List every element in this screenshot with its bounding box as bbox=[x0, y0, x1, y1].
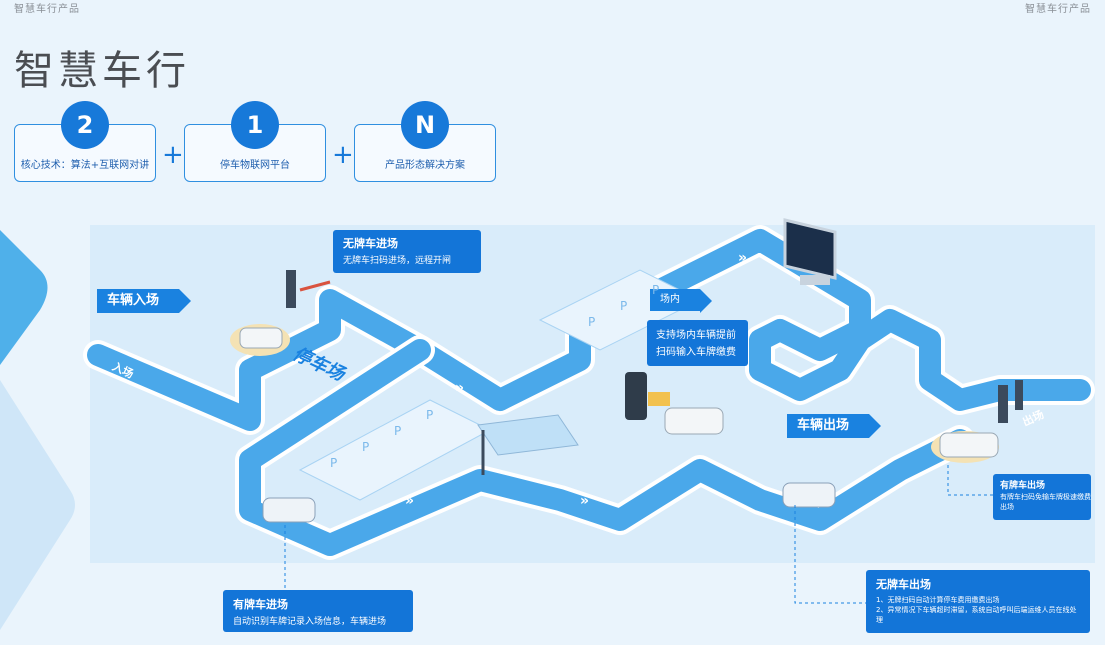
car bbox=[664, 407, 724, 435]
callout-text: 1、无牌扫码自动计算停车费用缴费出场 bbox=[876, 596, 1000, 604]
callout-text: 2、异常情况下车辆超时滞留，系统自动呼叫后端运维人员在线处理 bbox=[876, 606, 1077, 624]
plus-sign: + bbox=[332, 140, 354, 170]
header-left: 智慧车行产品 bbox=[14, 4, 80, 15]
slot-label: P bbox=[330, 456, 338, 470]
gate-barrier bbox=[299, 280, 331, 292]
callout-text: 无牌车扫码进场，远程开闸 bbox=[343, 256, 452, 266]
gate-kiosk bbox=[286, 270, 296, 308]
page-title: 智慧车行 bbox=[14, 48, 190, 94]
pillar-label: 核心技术：算法+互联网对讲 bbox=[20, 160, 150, 171]
pillar-box-platform: 1 停车物联网平台 bbox=[184, 101, 326, 182]
phone-icon bbox=[625, 372, 647, 420]
callout-title: 无牌车出场 bbox=[876, 578, 931, 591]
pillar-label: 产品形态解决方案 bbox=[385, 160, 465, 171]
car bbox=[262, 497, 316, 523]
road-arrow: » bbox=[580, 493, 589, 509]
pillar-number: N bbox=[401, 101, 449, 149]
callout-plate-entry: 有牌车进场 自动识别车牌记录入场信息，车辆进场 bbox=[223, 590, 413, 632]
tag-vehicle-entry: 车辆入场 bbox=[97, 289, 192, 313]
ticket-icon bbox=[648, 392, 670, 406]
shelter bbox=[477, 414, 579, 475]
callout-title: 有牌车出场 bbox=[1000, 481, 1046, 491]
callout-text: 有牌车扫码免输车牌极速缴费出场 bbox=[1000, 493, 1091, 511]
road-arrow: » bbox=[738, 250, 747, 266]
road-arrow: » bbox=[405, 493, 414, 509]
slot-label: P bbox=[652, 283, 660, 297]
callout-text: 自动识别车牌记录入场信息，车辆进场 bbox=[233, 617, 387, 627]
callout-title: 无牌车进场 bbox=[343, 237, 398, 250]
road bbox=[239, 339, 971, 556]
pillar-number: 2 bbox=[61, 101, 109, 149]
callout-no-plate-entry: 无牌车进场 无牌车扫码进场，远程开闸 bbox=[333, 230, 481, 273]
car bbox=[782, 482, 836, 508]
callout-no-plate-exit: 无牌车出场 1、无牌扫码自动计算停车费用缴费出场 2、异常情况下车辆超时滞留，系… bbox=[866, 570, 1090, 633]
car bbox=[230, 324, 290, 356]
slot-label: P bbox=[426, 408, 434, 422]
pillar-box-solutions: N 产品形态解决方案 bbox=[354, 101, 496, 182]
connector-line bbox=[947, 465, 993, 496]
slot-label: P bbox=[362, 440, 370, 454]
callout-text: 扫码输入车牌缴费 bbox=[656, 347, 736, 358]
callout-title: 有牌车进场 bbox=[233, 598, 288, 611]
connector-line bbox=[794, 505, 866, 604]
slot-label: P bbox=[394, 424, 402, 438]
pillar-label: 停车物联网平台 bbox=[220, 160, 290, 171]
monitor-station bbox=[783, 218, 837, 285]
gate-kiosk bbox=[998, 385, 1008, 423]
tag-vehicle-exit: 车辆出场 bbox=[787, 414, 882, 438]
callout-inside-payment: 支持场内车辆提前 扫码输入车牌缴费 bbox=[647, 320, 748, 366]
road bbox=[87, 229, 1091, 431]
tag-inside: 场内 bbox=[650, 289, 712, 313]
callout-title: 支持场内车辆提前 bbox=[656, 330, 736, 341]
callout-plate-exit: 有牌车出场 有牌车扫码免输车牌极速缴费出场 bbox=[993, 474, 1091, 520]
slot-label: P bbox=[588, 315, 596, 329]
car bbox=[931, 431, 999, 463]
slot-label: P bbox=[620, 299, 628, 313]
road-arrow: » bbox=[455, 380, 464, 396]
decorative-chevron bbox=[0, 230, 75, 630]
pillar-number: 1 bbox=[231, 101, 279, 149]
plus-sign: + bbox=[162, 140, 184, 170]
gate-kiosk bbox=[1015, 380, 1023, 410]
header-right: 智慧车行产品 bbox=[1025, 4, 1091, 15]
pillar-box-core-tech: 2 核心技术：算法+互联网对讲 bbox=[14, 101, 156, 182]
